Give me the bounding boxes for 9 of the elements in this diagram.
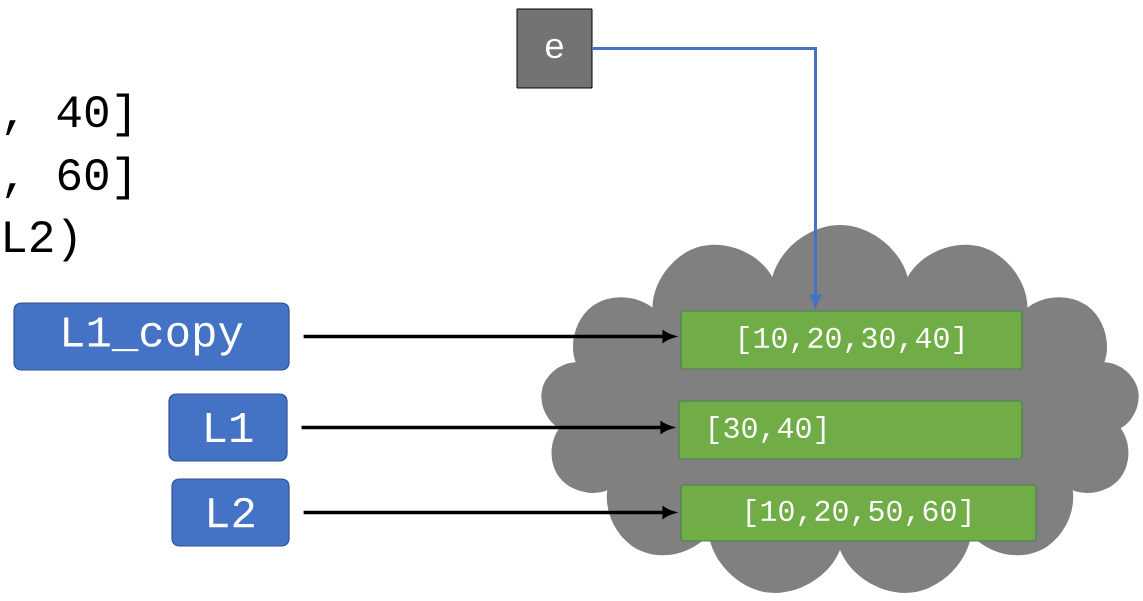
list-box: [10,20,30,40] [680,310,1023,370]
variable-box: e [516,8,593,89]
code-text: , 60] [6,156,129,200]
list-box: [10,20,50,60] [680,484,1037,542]
variable-box: L1 [168,393,288,462]
list-box: [30,40] [678,400,1023,460]
code-text: , 40] [6,93,129,137]
variable-box: L1_copy [13,302,290,371]
variable-box: L2 [171,478,290,547]
